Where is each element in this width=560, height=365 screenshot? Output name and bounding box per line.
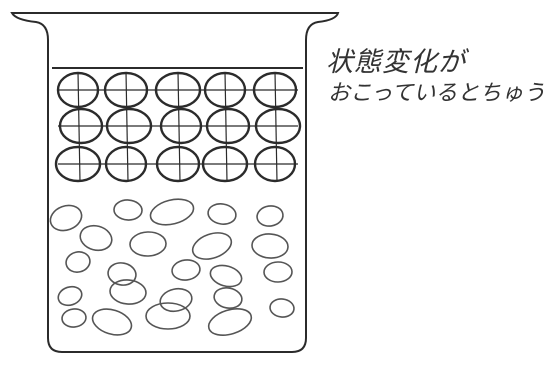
liquid-particle: [207, 203, 237, 225]
particle-bonds-group: [58, 71, 298, 183]
liquid-particle: [207, 308, 253, 336]
liquid-particle: [107, 262, 137, 286]
liquid-particle: [263, 261, 293, 283]
bond-line: [224, 71, 228, 183]
handwritten-note: 状態変化が おこっているとちゅう: [326, 46, 556, 108]
liquid-particle: [171, 259, 201, 281]
note-line-1: 状態変化が: [326, 47, 466, 78]
liquid-particle: [49, 204, 83, 232]
liquid-particles-group: [49, 198, 295, 336]
liquid-particle: [129, 231, 167, 257]
liquid-particle: [213, 287, 243, 309]
liquid-particle: [57, 285, 83, 307]
liquid-particle: [191, 232, 233, 260]
liquid-particle: [109, 279, 147, 305]
liquid-particle: [91, 308, 133, 336]
liquid-particle: [256, 205, 284, 227]
liquid-particle: [113, 199, 143, 221]
beaker-outline: [10, 12, 340, 353]
liquid-particle: [159, 287, 193, 313]
liquid-particle: [209, 264, 243, 288]
liquid-particle: [65, 251, 91, 273]
bond-line: [274, 71, 278, 183]
liquid-particle: [149, 198, 195, 226]
liquid-particle: [269, 298, 295, 318]
bond-line: [125, 71, 129, 183]
bond-line: [177, 71, 181, 183]
bond-line: [77, 71, 81, 183]
liquid-particle: [61, 308, 87, 328]
liquid-particle: [79, 224, 113, 252]
liquid-particle: [251, 233, 289, 259]
liquid-particle: [145, 302, 191, 330]
note-line-2: おこっているとちゅう: [328, 81, 546, 106]
